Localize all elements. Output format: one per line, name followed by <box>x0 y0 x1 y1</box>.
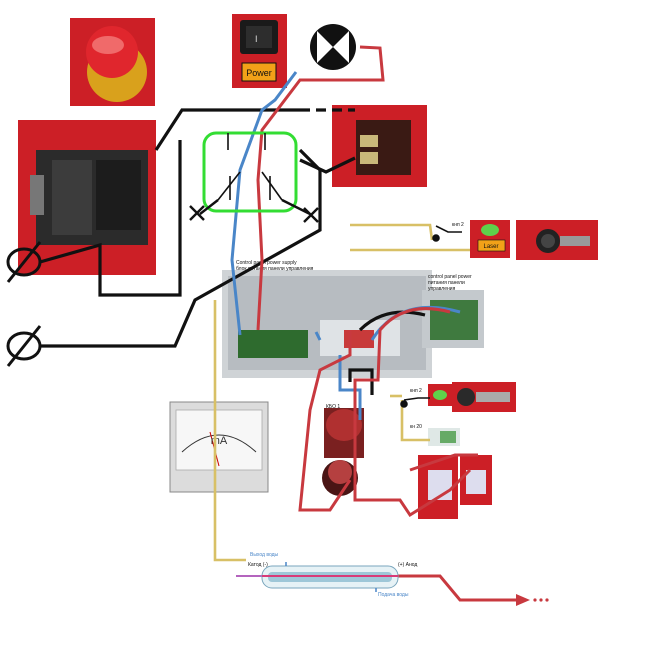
power-button-label: Power <box>246 68 272 78</box>
green-switch-box <box>189 131 319 223</box>
psu-caption-en: Control panel power supply <box>236 260 297 266</box>
meter-unit-label: mA <box>211 435 228 447</box>
tube-cathode-label: Катод (-) <box>248 562 268 568</box>
panel-caption-ru1: питания панели <box>428 280 465 286</box>
psu-photo <box>222 270 432 378</box>
svg-text:I: I <box>255 34 258 44</box>
red-wires <box>256 45 525 602</box>
contactor-photo <box>18 120 156 275</box>
emergency-stop-icon <box>70 18 155 106</box>
potentiometer-photo <box>322 408 364 496</box>
panel-caption-en: control panel power <box>428 274 472 280</box>
button-symbols <box>400 225 462 408</box>
control-panel-photo <box>422 290 484 348</box>
kn20-switch-photo <box>428 428 460 446</box>
panel-caption-ru2: управления <box>428 286 456 292</box>
tube-water-in-label: Подача воды <box>378 592 409 598</box>
relay-photo <box>332 105 427 187</box>
output-arrow-icon <box>516 594 549 606</box>
ground-icon <box>6 241 42 283</box>
key2-top-label: кнп 2 <box>452 222 464 228</box>
yellow-wires <box>213 223 470 562</box>
tube-anode-label: (+) Анод <box>398 562 417 568</box>
ground-icon-2 <box>6 325 42 367</box>
tube-water-out-label: Выход воды <box>250 552 279 558</box>
ammeter-icon: mA <box>169 401 269 493</box>
laser-button-side-photo <box>516 220 598 260</box>
key2-mid-label: кнп 2 <box>410 388 422 394</box>
psu-caption-ru: блок питания панели управления <box>236 266 314 272</box>
kn20-label: кн 20 <box>410 424 422 430</box>
power-switch-icon: I Power <box>232 14 287 88</box>
laser-button-photo: Laser <box>470 220 510 258</box>
button2-photo <box>428 382 516 412</box>
lamp-icon <box>310 24 356 70</box>
laser-tube-icon <box>236 562 399 592</box>
kbo-label: КБО 1 <box>326 404 340 410</box>
laser-button-label: Laser <box>483 244 498 250</box>
